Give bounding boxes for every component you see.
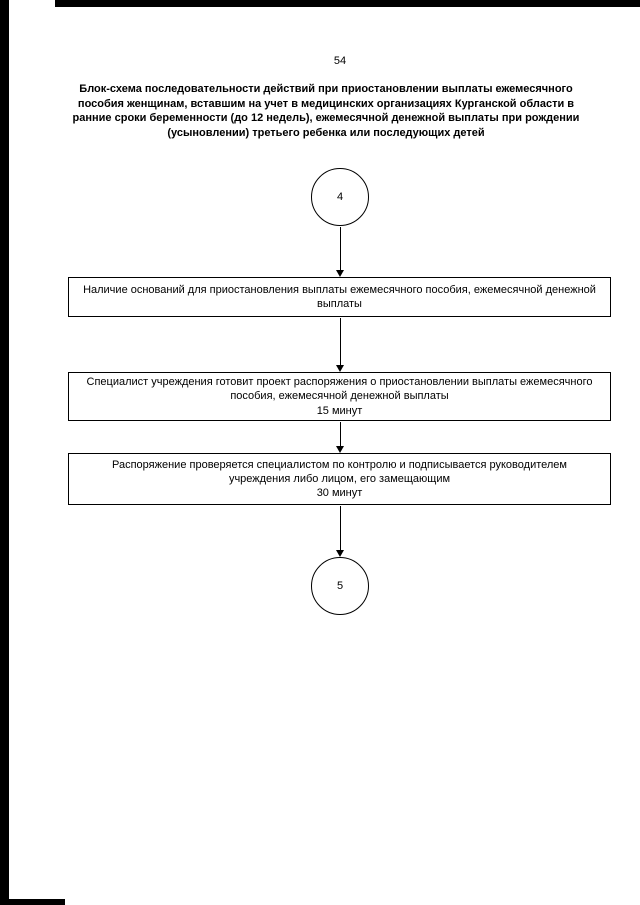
process-step-3-text: Распоряжение проверяется специалистом по…: [112, 458, 567, 485]
process-step-3-duration: 30 минут: [316, 487, 363, 500]
arrow-head: [336, 365, 344, 372]
flow-start-node: 4: [311, 168, 369, 226]
scan-border-top: [55, 0, 640, 7]
arrow-head: [336, 270, 344, 277]
process-step-1: Наличие оснований для приостановления вы…: [68, 277, 611, 317]
process-step-2-text: Специалист учреждения готовит проект рас…: [86, 376, 593, 403]
arrow-shaft: [339, 318, 341, 366]
process-step-2: Специалист учреждения готовит проект рас…: [68, 372, 611, 421]
process-step-1-text: Наличие оснований для приостановления вы…: [83, 283, 596, 310]
flow-start-node-label: 4: [336, 191, 344, 203]
arrow-shaft: [339, 422, 341, 447]
arrow-head: [336, 550, 344, 557]
arrow-shaft: [339, 506, 341, 551]
arrow-head: [336, 446, 344, 453]
scan-border-bottom: [0, 899, 65, 905]
scan-border-left: [0, 0, 9, 905]
process-step-2-duration: 15 минут: [316, 404, 363, 417]
page-title: Блок-схема последовательности действий п…: [72, 83, 580, 139]
page-number: 54: [333, 55, 347, 67]
flow-end-node: 5: [311, 557, 369, 615]
arrow-shaft: [339, 227, 341, 271]
flow-end-node-label: 5: [336, 580, 344, 592]
process-step-3: Распоряжение проверяется специалистом по…: [68, 453, 611, 505]
